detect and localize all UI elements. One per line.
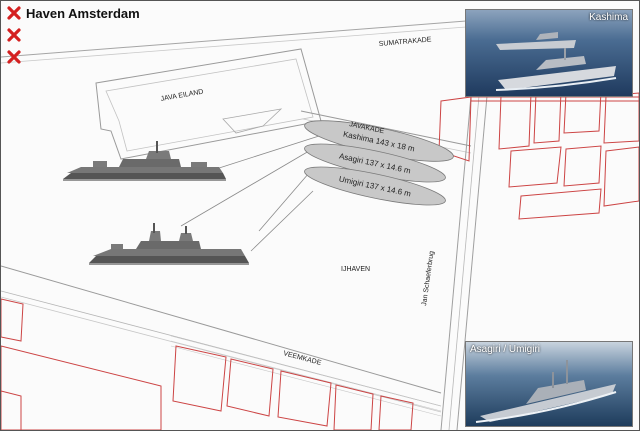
photo-caption: Kashima — [589, 12, 628, 23]
amsterdam-cross-icon — [7, 6, 21, 20]
label-sumatrakade: SUMATRAKADE — [379, 36, 433, 48]
ship-photo-image — [466, 10, 632, 96]
amsterdam-cross-icon — [7, 28, 21, 42]
ship-silhouette-asagiri — [89, 223, 249, 265]
ship-silhouette-kashima — [63, 141, 226, 181]
rail-3 — [170, 345, 442, 417]
rail-1 — [170, 335, 442, 407]
jetty-outline — [222, 108, 283, 134]
buildings-bottom — [1, 298, 414, 430]
label-java-eiland: JAVA EILAND — [160, 89, 204, 103]
pointer-line-1 — [215, 135, 320, 170]
photo-kashima: Kashima — [465, 9, 633, 97]
photo-caption: Asagiri / Umigiri — [470, 344, 541, 355]
veemkade-edge — [1, 265, 442, 394]
bridge-line-2 — [448, 95, 480, 430]
javakade-line — [300, 110, 472, 147]
bridge-line-1 — [440, 95, 472, 430]
pointer-line-4 — [250, 190, 314, 252]
amsterdam-crosses — [7, 6, 23, 72]
page-title: Haven Amsterdam — [26, 6, 140, 21]
bridge-line-3 — [456, 95, 488, 430]
java-eiland-outline — [95, 48, 322, 160]
amsterdam-cross-icon — [7, 50, 21, 64]
veemkade-road-2 — [1, 296, 442, 413]
label-bridge: Jan Schaeferbrug — [421, 250, 436, 306]
sumatrakade-line — [1, 20, 467, 58]
berth-umigiri: Umigiri 137 x 14.6 m — [304, 166, 446, 206]
ship-photo-image — [466, 342, 632, 426]
pointer-line-3 — [258, 172, 310, 232]
label-ijhaven: IJHAVEN — [341, 266, 370, 273]
pointer-line-2 — [180, 150, 310, 227]
buildings-top-right — [438, 90, 639, 220]
photo-asagiri-umigiri: Asagiri / Umigiri — [465, 341, 633, 427]
java-eiland-inner — [105, 58, 314, 152]
sumatrakade-line-2 — [1, 26, 467, 64]
